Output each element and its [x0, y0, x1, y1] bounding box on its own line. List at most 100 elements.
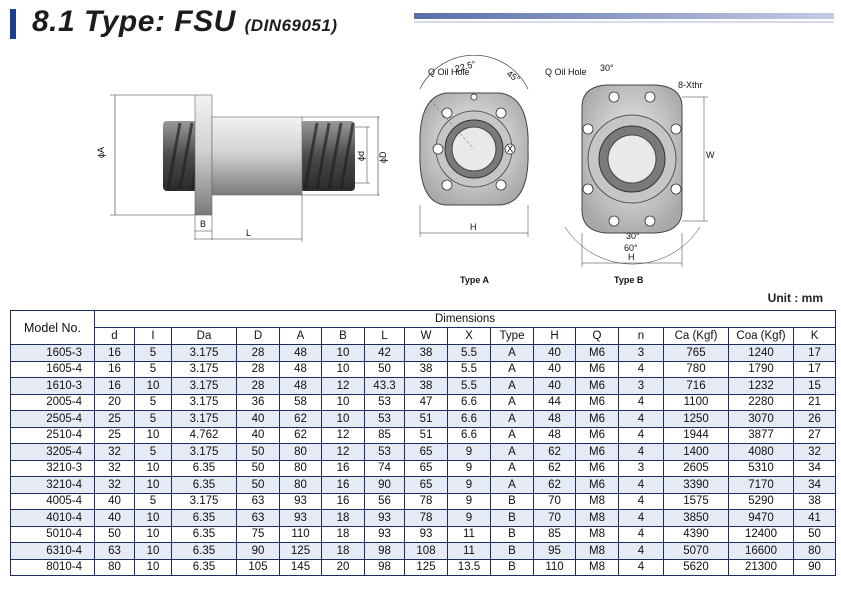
table-cell: 25 [94, 426, 135, 444]
table-cell: 1232 [728, 377, 794, 395]
table-cell: 5 [134, 393, 172, 411]
table-cell: 38 [792, 492, 837, 510]
table-cell: 4.762 [171, 426, 237, 444]
table-cell: 4 [618, 393, 664, 411]
dim-phi-d-inner: ϕd [356, 151, 366, 161]
col-header: A [279, 327, 322, 345]
table-cell: 716 [663, 377, 729, 395]
col-header: Da [171, 327, 237, 345]
model-cell: 2005-4 [10, 393, 95, 411]
table-cell: 9 [447, 509, 491, 527]
table-cell: 98 [364, 558, 405, 576]
table-cell: 93 [364, 509, 405, 527]
table-cell: 2605 [663, 459, 729, 477]
col-header: D [236, 327, 280, 345]
table-cell: 125 [404, 558, 448, 576]
table-cell: 80 [279, 443, 322, 461]
table-cell: 32 [792, 443, 837, 461]
table-cell: 10 [321, 410, 365, 428]
table-cell: 1790 [728, 360, 794, 378]
table-cell: 36 [236, 393, 280, 411]
table-cell: 48 [279, 344, 322, 362]
col-header: H [533, 327, 576, 345]
table-cell: 80 [279, 476, 322, 494]
table-cell: 16600 [728, 542, 794, 560]
table-cell: 4 [618, 509, 664, 527]
table-cell: 62 [533, 443, 576, 461]
table-cell: 74 [364, 459, 405, 477]
table-cell: 7170 [728, 476, 794, 494]
table-cell: 4390 [663, 525, 729, 543]
model-cell: 1605-4 [10, 360, 95, 378]
table-cell: 10 [134, 542, 172, 560]
type-b-thread-label: 8-Xthr [678, 80, 703, 90]
table-cell: 48 [279, 360, 322, 378]
model-cell: 3205-4 [10, 443, 95, 461]
table-cell: 3.175 [171, 344, 237, 362]
table-cell: 9 [447, 476, 491, 494]
table-cell: 6.35 [171, 509, 237, 527]
table-cell: 4 [618, 360, 664, 378]
table-cell: 65 [404, 459, 448, 477]
table-cell: 3877 [728, 426, 794, 444]
table-cell: 63 [236, 509, 280, 527]
table-cell: 5310 [728, 459, 794, 477]
model-cell: 4005-4 [10, 492, 95, 510]
table-cell: 6.35 [171, 459, 237, 477]
model-cell: 1605-3 [10, 344, 95, 362]
table-cell: A [490, 459, 534, 477]
col-header: n [618, 327, 664, 345]
col-header: W [404, 327, 448, 345]
table-cell: 50 [236, 459, 280, 477]
table-cell: M6 [575, 476, 619, 494]
table-cell: A [490, 476, 534, 494]
table-cell: 17 [792, 344, 837, 362]
table-cell: 70 [533, 492, 576, 510]
table-cell: 3.175 [171, 393, 237, 411]
table-cell: 26 [792, 410, 837, 428]
table-cell: 51 [404, 410, 448, 428]
table-cell: M6 [575, 393, 619, 411]
table-cell: M6 [575, 410, 619, 428]
col-header: Coa (Kgf) [728, 327, 794, 345]
unit-label: Unit : mm [767, 291, 823, 305]
table-cell: 93 [364, 525, 405, 543]
table-cell: 4 [618, 558, 664, 576]
table-cell: 32 [94, 459, 135, 477]
col-header: Ca (Kgf) [663, 327, 729, 345]
table-cell: 4080 [728, 443, 794, 461]
table-cell: 48 [533, 410, 576, 428]
type-b-angle-30-bottom: 30° [626, 231, 640, 241]
type-a-angle-45: 45° [505, 68, 522, 84]
table-cell: 6.6 [447, 426, 491, 444]
col-header: I [134, 327, 172, 345]
table-cell: B [490, 492, 534, 510]
table-cell: M8 [575, 525, 619, 543]
table-cell: 4 [618, 492, 664, 510]
col-header: B [321, 327, 365, 345]
table-cell: 10 [134, 459, 172, 477]
table-cell: 38 [404, 344, 448, 362]
type-a-label-x: X [507, 144, 513, 154]
table-cell: 40 [236, 410, 280, 428]
table-cell: 10 [134, 558, 172, 576]
table-cell: M6 [575, 426, 619, 444]
table-cell: 1240 [728, 344, 794, 362]
table-cell: 16 [321, 492, 365, 510]
table-cell: 780 [663, 360, 729, 378]
table-cell: B [490, 509, 534, 527]
table-cell: 28 [236, 344, 280, 362]
col-header: K [792, 327, 837, 345]
table-cell: B [490, 542, 534, 560]
table-cell: 6.35 [171, 476, 237, 494]
title-rule [414, 13, 834, 19]
table-header-row-top: Model No. Dimensions [10, 310, 837, 345]
table-cell: 20 [321, 558, 365, 576]
table-cell: 6.35 [171, 525, 237, 543]
